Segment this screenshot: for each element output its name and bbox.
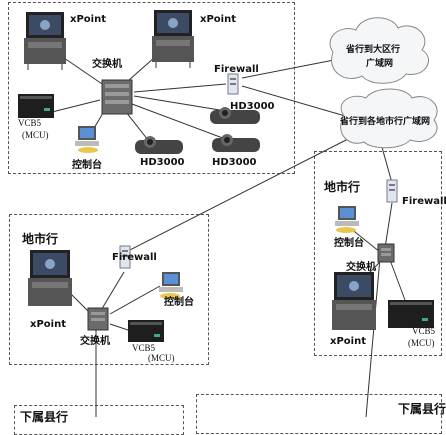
label-xpoint-left-branch: xPoint	[30, 319, 66, 330]
label-hd3000-right: HD3000	[212, 157, 257, 168]
xpoint-right-icon	[152, 10, 194, 68]
label-lower-cloud: 省行到各地市行广域网	[340, 117, 431, 127]
label-xpoint-right-branch: xPoint	[330, 336, 366, 347]
label-vcb5-right-branch: VCB5	[412, 326, 436, 336]
vcb5-left-branch-icon	[128, 320, 164, 342]
upper-cloud	[329, 17, 429, 84]
vcb5-hq-icon	[18, 94, 54, 118]
label-vcb5-hq: VCB5	[18, 118, 42, 128]
link-right-switch-county	[365, 257, 381, 417]
hq-region	[8, 2, 295, 174]
label-firewall-right-branch: Firewall	[402, 196, 446, 207]
hd3000-left-icon	[135, 136, 183, 154]
label-console-hq: 控制台	[72, 160, 102, 171]
link-right-console-switch	[349, 227, 381, 253]
console-left-branch-icon	[159, 272, 183, 299]
link-vcb5-switch	[51, 99, 101, 113]
lower-cloud	[340, 88, 438, 149]
switch-left-branch-icon	[87, 307, 109, 331]
label-console-right-branch: 控制台	[334, 238, 364, 249]
link-switch-hd3000-top	[133, 95, 233, 113]
branch-left-region	[9, 214, 209, 365]
link-switch-hd3000-left	[125, 111, 149, 141]
firewall-left-branch-icon	[119, 245, 131, 269]
label-firewall-left-branch: Firewall	[112, 252, 157, 263]
link-left-switch-vcb5	[109, 323, 129, 331]
network-diagram	[18, 10, 438, 417]
firewall-right-branch-icon	[386, 179, 398, 203]
label-switch-hq: 交换机	[92, 59, 122, 70]
hd3000-right-icon	[212, 134, 260, 152]
link-left-firewall-switch	[99, 271, 125, 313]
link-switch-hd3000-right	[131, 103, 229, 141]
label-mcu-left-branch: (MCU)	[148, 353, 175, 363]
title-branch-left: 地市行	[22, 232, 59, 246]
label-vcb5-left-branch: VCB5	[132, 343, 156, 353]
console-right-branch-icon	[335, 206, 359, 233]
label-xpoint-hq-right: xPoint	[200, 14, 236, 25]
firewall-hq-icon	[227, 73, 239, 95]
link-switch-firewall	[133, 83, 227, 93]
label-mcu-right-branch: (MCU)	[408, 338, 435, 348]
link-left-console-switch	[109, 285, 161, 315]
switch-hq-icon	[101, 79, 133, 115]
xpoint-left-icon	[24, 12, 66, 70]
title-county-right: 下属县行	[398, 402, 446, 416]
label-upper-cloud-line2: 广域网	[366, 59, 394, 69]
link-right-switch-vcb5	[389, 259, 406, 301]
label-firewall-hq: Firewall	[214, 64, 259, 75]
label-switch-right-branch: 交换机	[346, 262, 376, 273]
hd3000-top-icon	[210, 107, 260, 124]
console-hq-icon	[75, 126, 99, 153]
link-firewall-lower-cloud	[241, 85, 353, 119]
label-hd3000-top: HD3000	[230, 101, 275, 112]
link-cloud-left-firewall	[125, 137, 351, 253]
title-branch-right: 地市行	[324, 180, 361, 194]
vcb5-right-branch-icon	[388, 300, 434, 328]
link-right-firewall-switch	[384, 202, 393, 249]
xpoint-right-branch-icon	[332, 272, 376, 330]
link-firewall-upper-cloud	[241, 59, 335, 79]
branch-right-region	[314, 151, 442, 356]
switch-right-branch-icon	[377, 243, 395, 263]
label-switch-left-branch: 交换机	[80, 336, 110, 347]
label-xpoint-hq-left: xPoint	[70, 14, 106, 25]
label-hd3000-left: HD3000	[140, 157, 185, 168]
label-console-left-branch: 控制台	[164, 297, 194, 308]
label-upper-cloud-line1: 省行到大区行	[346, 45, 401, 55]
label-mcu-hq: (MCU)	[22, 130, 49, 140]
xpoint-left-branch-icon	[28, 250, 72, 306]
